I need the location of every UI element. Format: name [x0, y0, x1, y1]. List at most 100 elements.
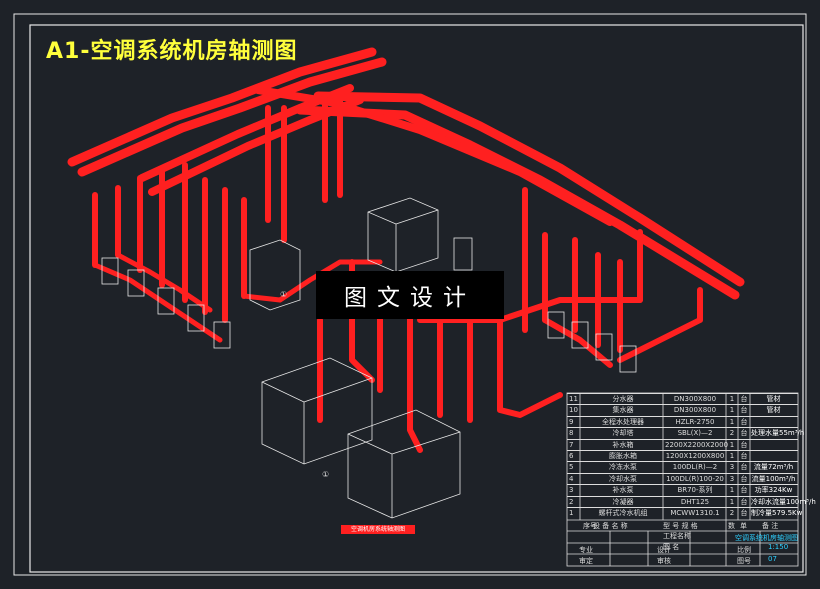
equipment-unit: 台	[740, 509, 748, 517]
equipment-remark: 流量100m³/h	[751, 474, 796, 483]
pipe-network	[67, 47, 745, 453]
equipment-remark: 管材	[766, 406, 781, 415]
equipment-remark	[751, 440, 796, 451]
callout-marker: ①	[322, 470, 330, 479]
equipment-quantity: 1	[729, 440, 735, 449]
equipment-remark: 流量72m³/h	[753, 463, 794, 472]
sheet-value: 07	[768, 555, 777, 563]
header-unit: 单	[740, 522, 747, 530]
equipment-name: 分水器	[612, 395, 634, 403]
equipment-quantity: 2	[729, 509, 735, 517]
equipment-name: 冷却水泵	[609, 474, 637, 483]
drawing-name-label: 图 名	[663, 543, 680, 551]
header-remark: 备 注	[762, 522, 779, 530]
inner-border	[29, 24, 804, 573]
equipment-quantity: 1	[729, 406, 735, 415]
equipment-unit: 台	[740, 486, 748, 495]
row-number: 1	[569, 509, 574, 517]
equipment-model: DN300X800	[673, 395, 717, 403]
equipment-unit: 台	[740, 474, 748, 483]
equipment-remark: 制冷量579.5Kw	[751, 509, 803, 517]
equipment-name: 全程水处理器	[602, 417, 644, 426]
equipment-quantity: 1	[729, 497, 735, 506]
equipment-model: SBL(X)—2	[677, 429, 713, 438]
callout-marker: ①	[280, 290, 288, 299]
equipment-quantity: 2	[729, 429, 735, 438]
equipment-unit: 台	[740, 395, 748, 403]
drawing-name-value: 空调系统机房轴测图	[735, 534, 798, 542]
equipment-remark: 冷却水流量100m³/h	[751, 497, 816, 506]
equipment-quantity: 1	[729, 452, 735, 460]
equipment-linework	[101, 197, 637, 519]
equipment-name: 集水器	[612, 406, 634, 415]
equipment-name: 补水泵	[612, 486, 634, 495]
equipment-name: 冷却塔	[612, 429, 634, 438]
checker-label: 审核	[657, 557, 671, 565]
header-no: 序号	[583, 522, 597, 530]
equipment-unit: 台	[740, 429, 748, 438]
equipment-quantity: 3	[729, 463, 735, 472]
equipment-unit: 台	[740, 417, 748, 426]
equipment-model: 100DL(R)100-20	[666, 474, 724, 483]
row-number: 8	[569, 429, 574, 438]
equipment-model: MCWW1310.1	[670, 509, 720, 517]
equipment-name: 冷冻水泵	[609, 463, 637, 472]
row-number: 10	[569, 406, 578, 415]
equipment-model: DN300X800	[673, 406, 717, 415]
project-label: 工程名称	[663, 532, 691, 540]
equipment-remark: 管材	[766, 395, 781, 403]
row-number: 7	[569, 440, 574, 449]
equipment-name: 冷凝器	[612, 497, 634, 506]
outer-border	[13, 13, 807, 576]
drawing-title: A1-空调系统机房轴测图	[46, 39, 298, 64]
scale-label: 比例	[737, 546, 751, 554]
watermark-label: 图文设计	[316, 271, 504, 319]
row-number: 5	[569, 463, 574, 472]
row-number: 9	[569, 417, 574, 426]
sheet-label: 图号	[737, 557, 751, 565]
row-number: 3	[569, 486, 574, 495]
equipment-quantity: 1	[729, 486, 735, 495]
equipment-remark	[751, 417, 796, 428]
equipment-quantity: 3	[729, 474, 735, 483]
row-number: 2	[569, 497, 574, 506]
equipment-unit: 台	[740, 452, 748, 460]
equipment-remark: 功率324Kw	[754, 486, 793, 495]
equipment-model: 1200X1200X800	[665, 452, 725, 460]
equipment-name: 补水箱	[612, 440, 634, 449]
equipment-name: 螺杆式冷水机组	[598, 509, 648, 517]
row-number: 11	[569, 395, 578, 403]
equipment-model: 2200X2200X2000	[665, 440, 729, 449]
equipment-model: HZLR-2750	[675, 417, 715, 426]
equipment-model: 100DL(R)—2	[672, 463, 718, 472]
equipment-unit: 台	[740, 497, 748, 506]
equipment-unit: 台	[740, 440, 748, 449]
equipment-unit: 台	[740, 463, 748, 472]
equipment-unit: 台	[740, 406, 748, 415]
equipment-model: DHT125	[680, 497, 710, 506]
approve-label: 专业	[579, 546, 593, 554]
review-label: 审定	[579, 557, 593, 565]
equipment-name: 膨胀水箱	[609, 452, 637, 460]
equipment-quantity: 1	[729, 417, 735, 426]
scale-value: 1:150	[768, 543, 789, 551]
header-name: 设 备 名 称	[593, 522, 628, 530]
header-model: 型 号 规 格	[663, 522, 698, 530]
equipment-quantity: 1	[729, 395, 735, 403]
row-number: 6	[569, 452, 574, 460]
diagram-caption: 空调机房系统轴测图	[341, 525, 415, 534]
equipment-remark: 处理水量55m³/h	[751, 429, 805, 438]
